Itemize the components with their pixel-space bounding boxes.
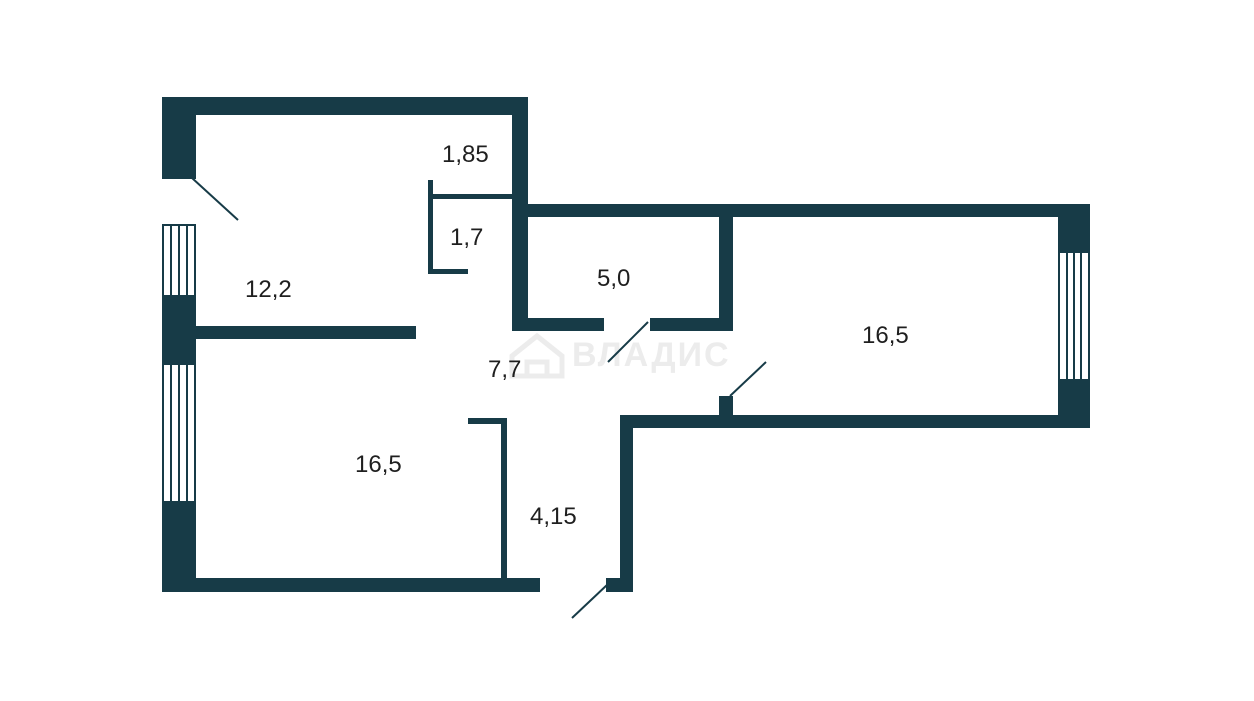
wall-top-right bbox=[512, 204, 1090, 217]
area-entrance: 4,15 bbox=[530, 503, 577, 530]
area-storage-small: 1,7 bbox=[450, 224, 483, 251]
area-storage-large: 1,85 bbox=[442, 141, 489, 168]
door-bathroom bbox=[607, 321, 649, 363]
house-logo-icon bbox=[509, 332, 565, 379]
wall-entrance-left-top bbox=[468, 418, 507, 424]
wall-closet-top bbox=[428, 194, 512, 199]
area-corridor: 7,7 bbox=[488, 356, 521, 383]
window-right bbox=[1058, 251, 1090, 381]
wall-hall-partition bbox=[196, 326, 416, 339]
watermark: ВЛАДИС bbox=[509, 332, 731, 379]
wall-bathroom-bottom-left bbox=[512, 318, 604, 331]
wall-bathroom-bottom-right bbox=[650, 318, 733, 331]
window-left-bottom bbox=[162, 363, 196, 503]
wall-left-pillar-middle bbox=[162, 296, 196, 364]
wall-bathroom-right bbox=[719, 204, 733, 330]
wall-left-pillar-bottom bbox=[162, 502, 196, 592]
door-entrance bbox=[571, 583, 609, 619]
walls bbox=[162, 97, 1090, 592]
watermark-text: ВЛАДИС bbox=[572, 336, 731, 374]
door-right-room bbox=[729, 361, 767, 397]
door-hall-left bbox=[191, 177, 239, 221]
wall-entrance-bottom-stub bbox=[606, 578, 633, 592]
wall-top bbox=[162, 97, 527, 115]
wall-right-room-bottom bbox=[620, 415, 1090, 428]
area-hall: 12,2 bbox=[245, 276, 292, 303]
wall-closet-left bbox=[428, 180, 433, 274]
wall-closet-bottom bbox=[428, 269, 468, 274]
window-left-top bbox=[162, 224, 196, 297]
area-room-left: 16,5 bbox=[355, 451, 402, 478]
wall-bottom-left bbox=[162, 578, 540, 592]
wall-right-room-door-jamb bbox=[719, 396, 733, 428]
wall-entrance-left bbox=[501, 418, 507, 582]
area-bathroom: 5,0 bbox=[597, 265, 630, 292]
area-room-right: 16,5 bbox=[862, 322, 909, 349]
wall-entrance-right bbox=[620, 415, 633, 592]
wall-right-pillar-top bbox=[1058, 204, 1090, 252]
